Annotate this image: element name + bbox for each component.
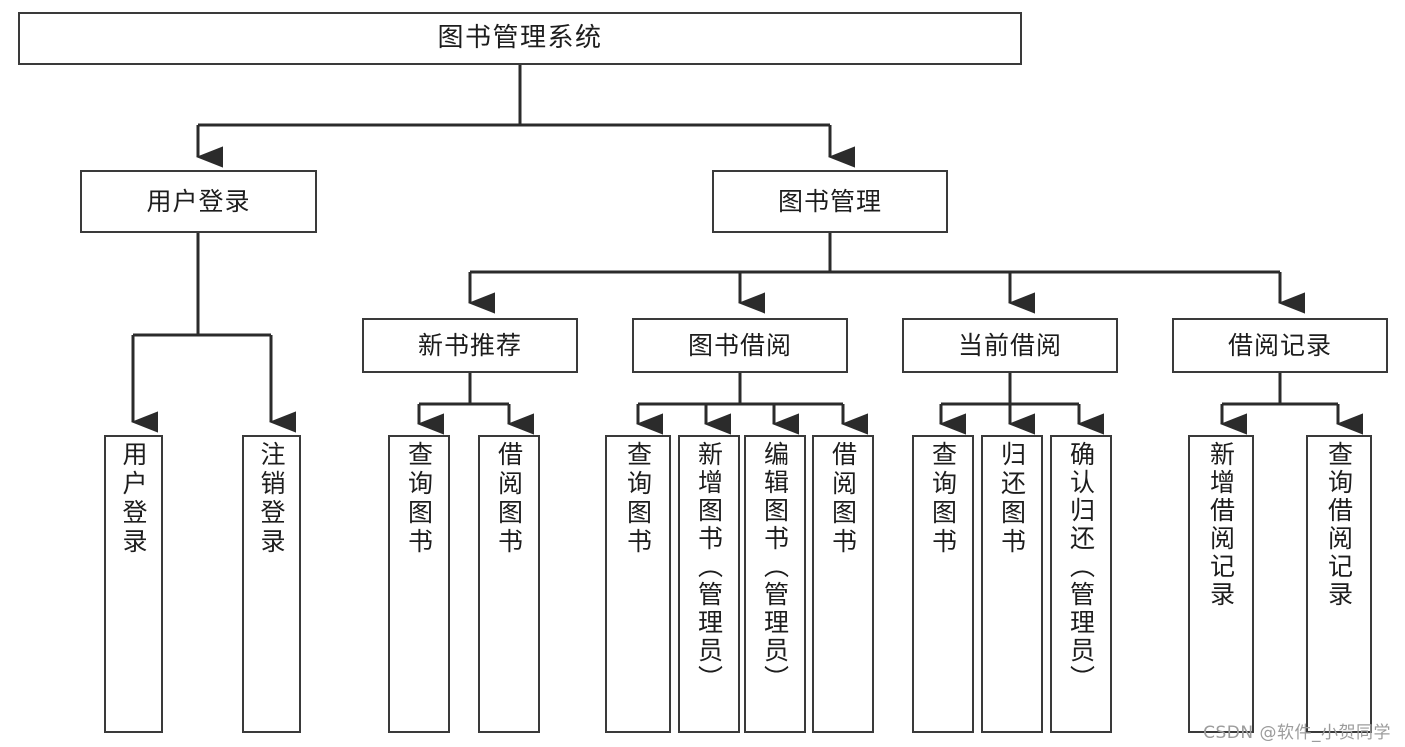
node-label: 查询图书 xyxy=(404,441,434,557)
node-leaf-borrow-book[interactable]: 借阅图书 xyxy=(812,435,874,733)
node-leaf-add-borrow-record[interactable]: 新增借阅记录 xyxy=(1188,435,1254,733)
csdn-watermark: CSDN @软件_小贺同学 xyxy=(1203,723,1391,743)
node-leaf-logout[interactable]: 注销登录 xyxy=(242,435,301,733)
node-label: 查询图书 xyxy=(928,441,958,557)
node-label: 查询图书 xyxy=(623,441,653,557)
node-label: 编辑图书（管理员） xyxy=(760,441,790,693)
node-label: 用户登录 xyxy=(146,186,251,216)
node-label: 图书管理 xyxy=(777,186,882,216)
node-label: 借阅图书 xyxy=(494,441,524,557)
node-label: 图书管理系统 xyxy=(437,22,603,53)
node-borrow-record[interactable]: 借阅记录 xyxy=(1172,318,1388,373)
node-label: 新书推荐 xyxy=(417,330,522,360)
node-book-borrow[interactable]: 图书借阅 xyxy=(632,318,848,373)
node-label: 查询借阅记录 xyxy=(1324,441,1354,609)
node-new-book-recommend[interactable]: 新书推荐 xyxy=(362,318,578,373)
node-label: 借阅记录 xyxy=(1227,330,1332,360)
node-label: 借阅图书 xyxy=(828,441,858,557)
node-leaf-query-book-borrow[interactable]: 查询图书 xyxy=(605,435,671,733)
node-label: 用户登录 xyxy=(119,441,148,557)
node-leaf-add-book-admin[interactable]: 新增图书（管理员） xyxy=(678,435,740,733)
node-user-login[interactable]: 用户登录 xyxy=(80,170,317,233)
node-book-management[interactable]: 图书管理 xyxy=(712,170,948,233)
node-label: 图书借阅 xyxy=(687,330,792,360)
node-label: 确认归还（管理员） xyxy=(1066,441,1096,693)
node-label: 新增借阅记录 xyxy=(1206,441,1236,609)
node-root-system[interactable]: 图书管理系统 xyxy=(18,12,1022,65)
node-leaf-return-book[interactable]: 归还图书 xyxy=(981,435,1043,733)
node-leaf-query-book-current[interactable]: 查询图书 xyxy=(912,435,974,733)
node-leaf-query-book-recommend[interactable]: 查询图书 xyxy=(388,435,450,733)
node-leaf-query-borrow-record[interactable]: 查询借阅记录 xyxy=(1306,435,1372,733)
node-leaf-edit-book-admin[interactable]: 编辑图书（管理员） xyxy=(744,435,806,733)
node-current-borrow[interactable]: 当前借阅 xyxy=(902,318,1118,373)
node-leaf-confirm-return-admin[interactable]: 确认归还（管理员） xyxy=(1050,435,1112,733)
node-label: 当前借阅 xyxy=(957,330,1062,360)
node-label: 注销登录 xyxy=(257,441,286,557)
node-leaf-borrow-book-recommend[interactable]: 借阅图书 xyxy=(478,435,540,733)
node-label: 新增图书（管理员） xyxy=(694,441,724,693)
node-label: 归还图书 xyxy=(997,441,1027,557)
node-leaf-user-login[interactable]: 用户登录 xyxy=(104,435,163,733)
